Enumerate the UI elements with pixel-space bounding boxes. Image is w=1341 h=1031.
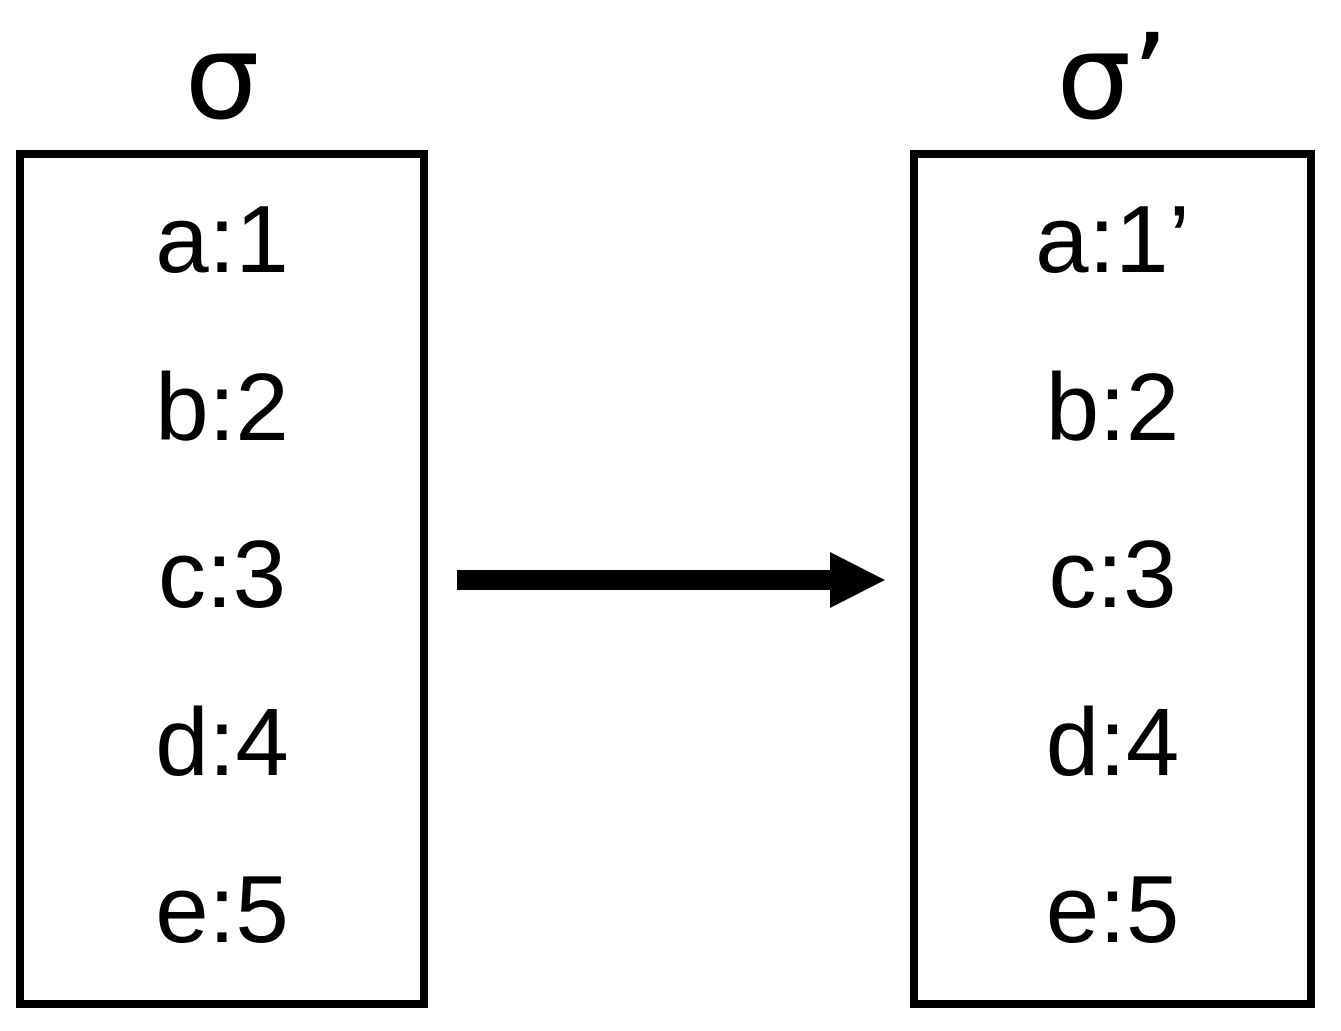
state-box-sigma [16,150,428,1008]
binding-row: c:3 [1048,521,1177,628]
binding-row: b:2 [155,353,289,461]
arrow-right-icon [457,552,885,608]
transition-arrow [452,540,892,620]
binding-row: d:4 [155,688,289,796]
state-label-sigma-prime: σ’ [1056,8,1169,146]
state-label-sigma: σ [184,8,260,146]
binding-row: d:4 [1045,688,1180,796]
binding-row: c:3 [157,521,287,628]
binding-row: a:1 [155,186,289,293]
state-box-sigma-prime [910,150,1315,1008]
binding-list-sigma-prime: a:1’ b:2 c:3 d:4 e:5 [910,150,1315,1008]
binding-list-sigma: a:1 b:2 c:3 d:4 e:5 [16,150,428,1008]
binding-row: e:5 [155,856,289,963]
binding-row: b:2 [1045,353,1180,461]
binding-row: a:1’ [1035,186,1190,293]
binding-row: e:5 [1045,856,1180,963]
